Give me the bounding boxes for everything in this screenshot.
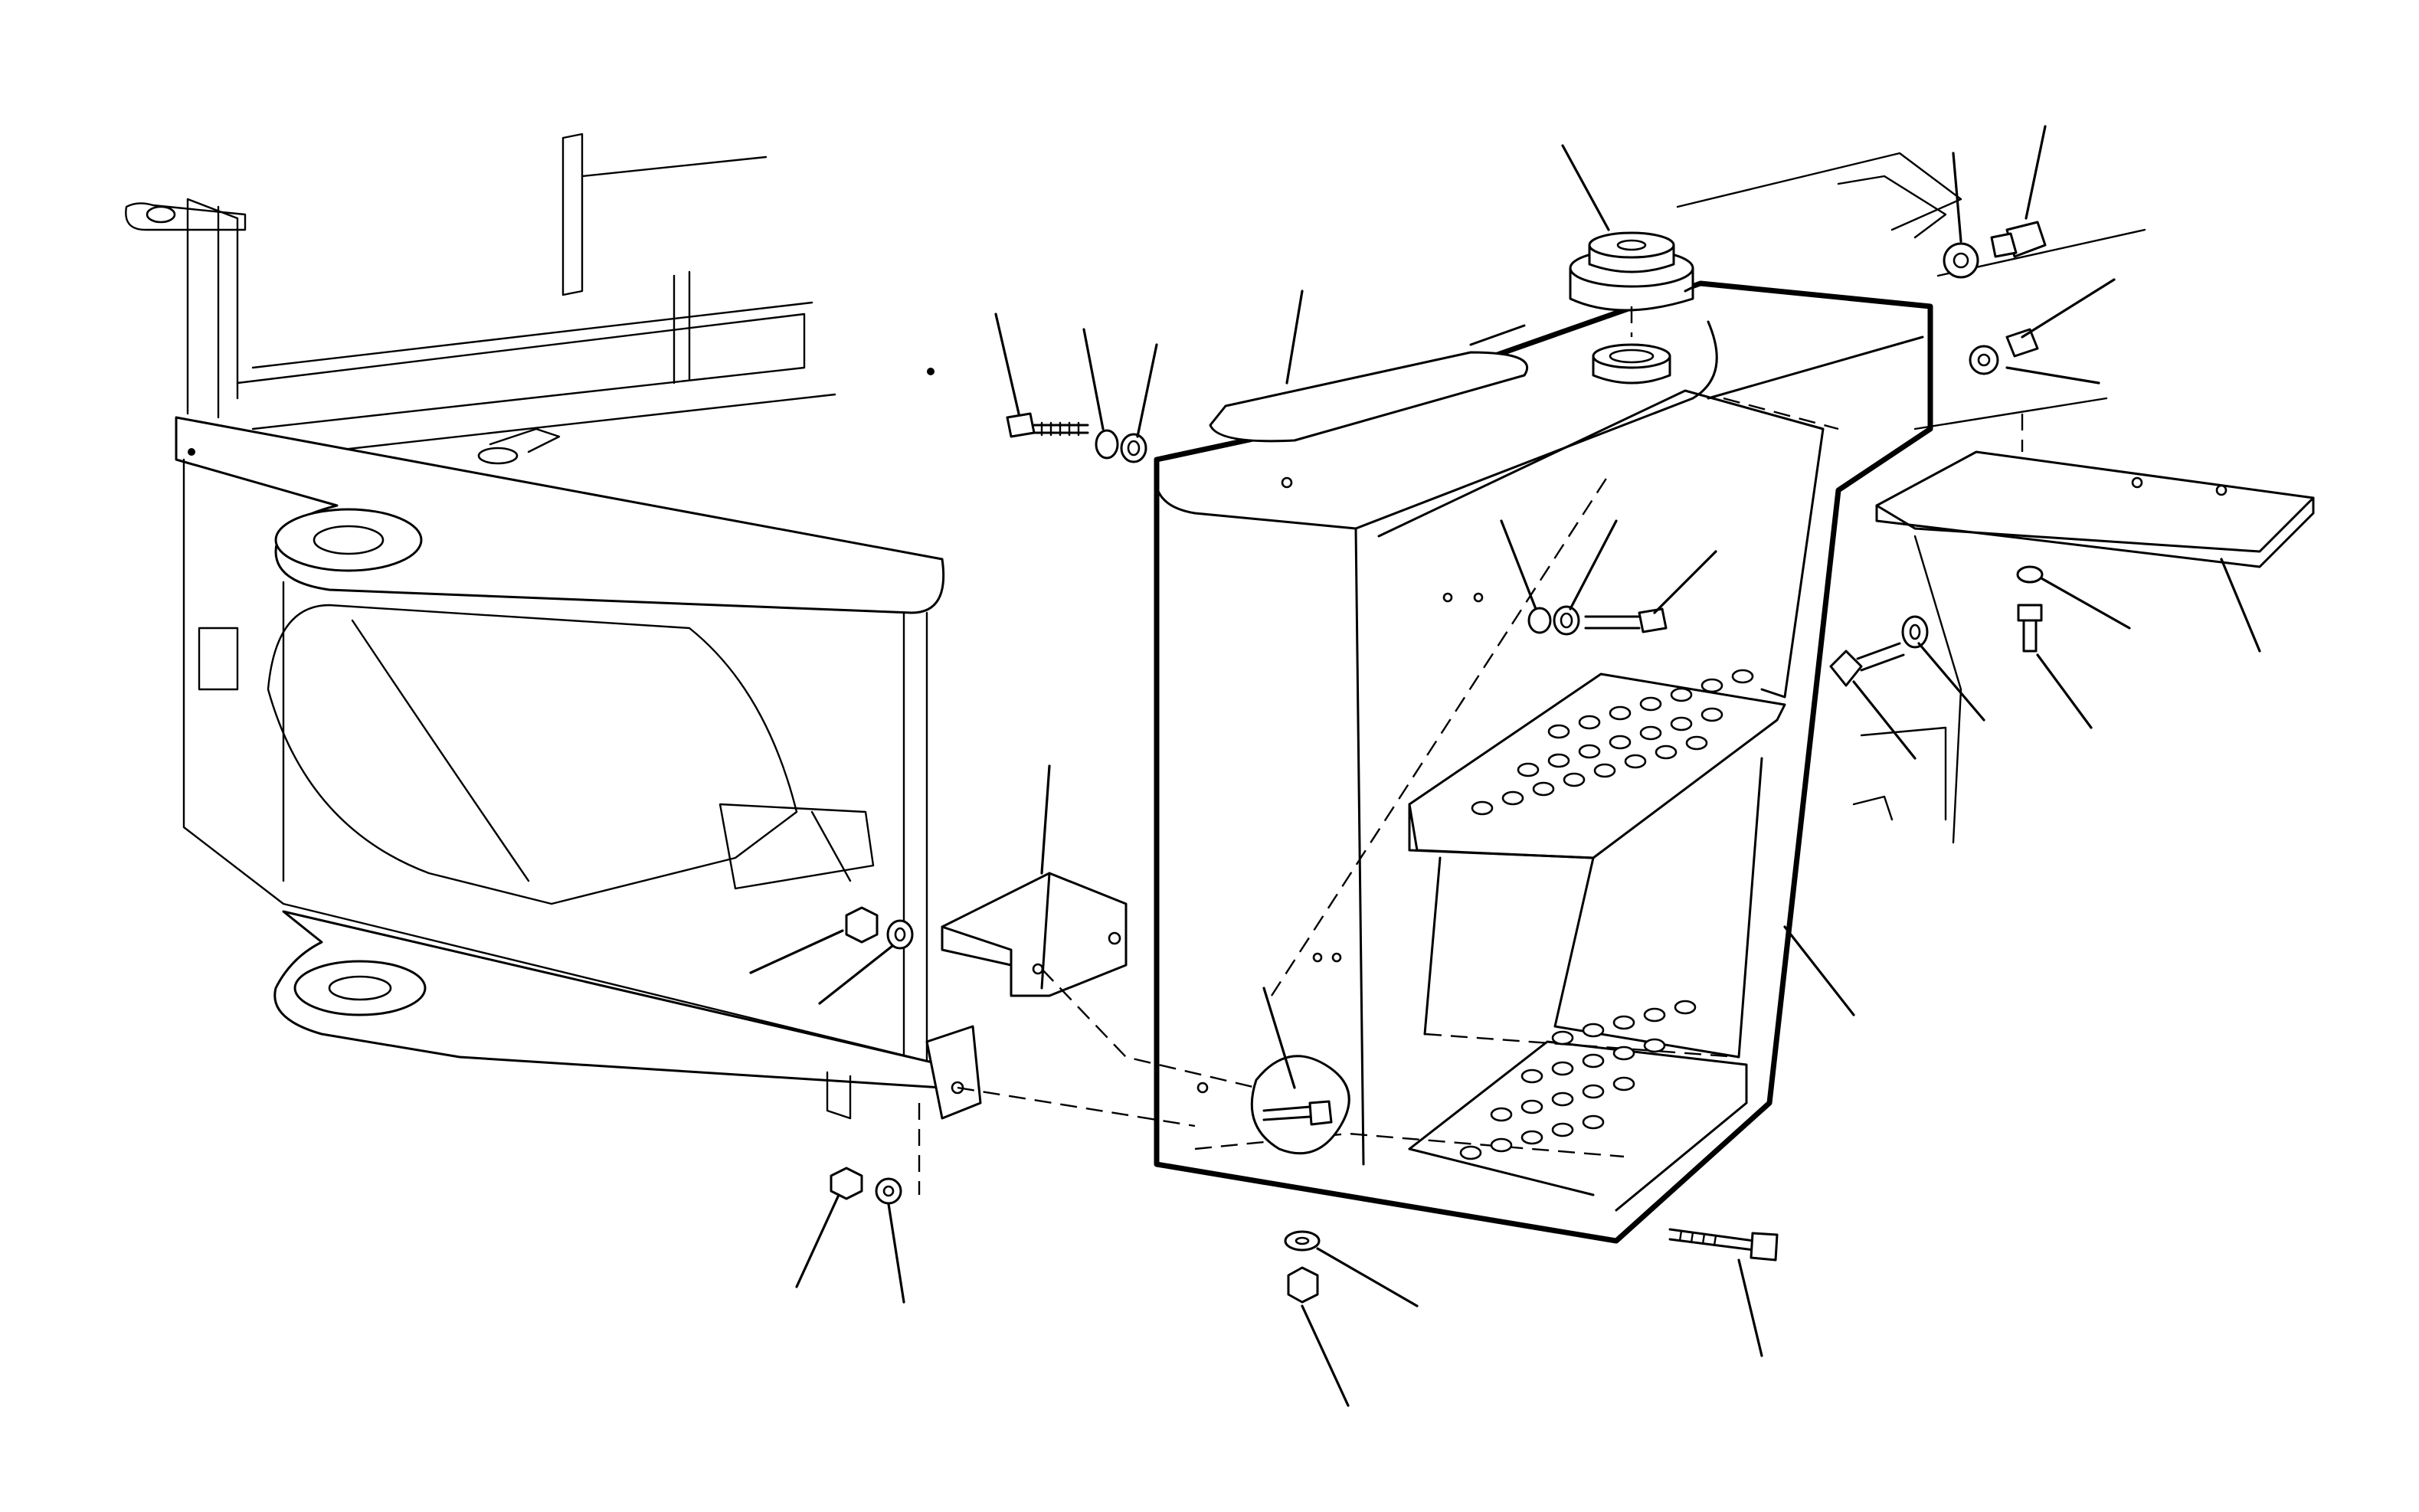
drain-nut bbox=[1250, 1055, 1350, 1155]
lower-step-perforations bbox=[1459, 1000, 1697, 1160]
tank-pad bbox=[1209, 351, 1529, 443]
fasteners bbox=[830, 221, 2047, 1304]
filler-cap bbox=[1569, 231, 1694, 312]
fuel-tank bbox=[1154, 280, 1933, 1244]
upper-step-perforations bbox=[1471, 669, 1754, 816]
chassis-frame bbox=[125, 133, 1196, 1195]
cap-seal bbox=[1592, 343, 1671, 385]
mounting-plate bbox=[1875, 414, 2315, 568]
leader-lines bbox=[749, 125, 2261, 1407]
mounting-bracket bbox=[941, 872, 1128, 997]
